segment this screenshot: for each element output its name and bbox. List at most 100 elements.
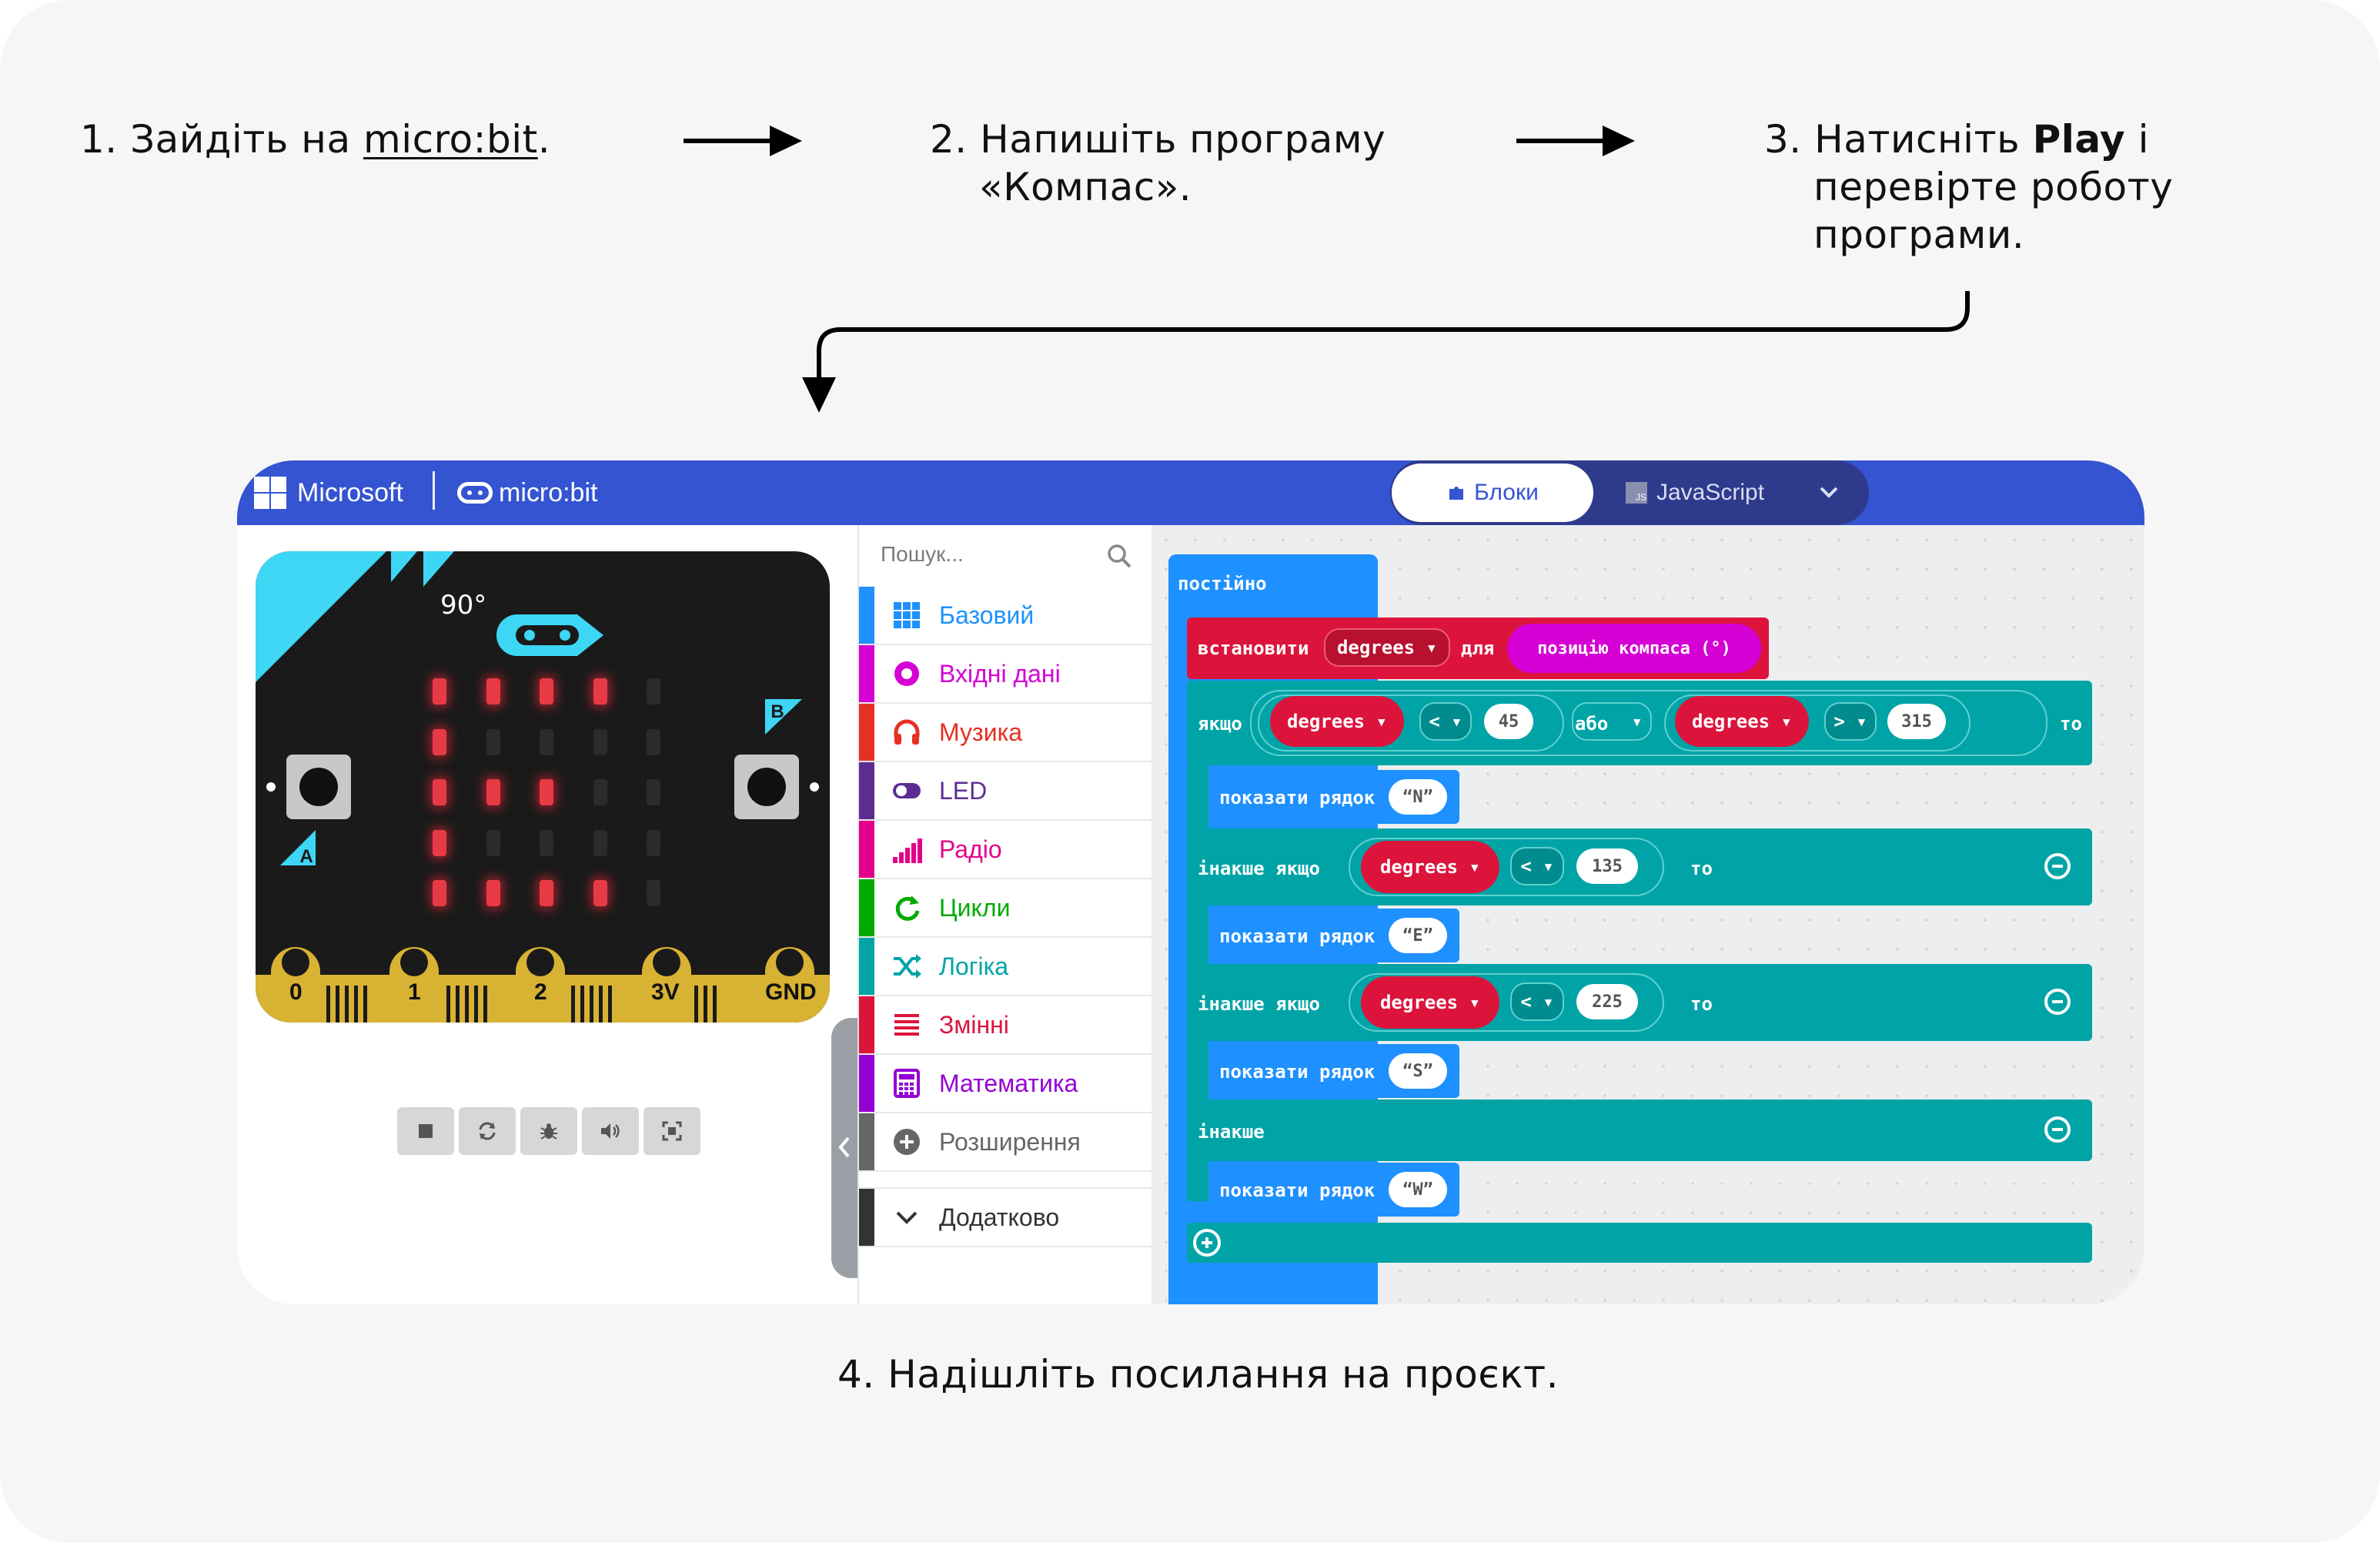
- string-w[interactable]: “W”: [1389, 1172, 1447, 1207]
- button-a[interactable]: [286, 755, 351, 819]
- led-r4-c0[interactable]: [433, 880, 446, 906]
- tab-blocks[interactable]: Блоки: [1392, 464, 1593, 522]
- debug-button[interactable]: [520, 1107, 577, 1155]
- set-variable-block[interactable]: встановити degrees ▾ для позицію компаса…: [1187, 618, 1769, 679]
- else-if-block-135[interactable]: інакше якщо degrees ▾ < ▾ 135 то: [1187, 828, 2092, 905]
- toolbox-search[interactable]: Пошук...: [859, 525, 1152, 587]
- led-r4-c4[interactable]: [647, 880, 660, 906]
- mute-button[interactable]: [582, 1107, 639, 1155]
- microbit-board[interactable]: 90° A B: [256, 551, 830, 1023]
- search-icon[interactable]: [1105, 542, 1133, 570]
- category-color-bar: [859, 587, 874, 644]
- led-r3-c0[interactable]: [433, 829, 446, 856]
- button-b-label: B: [770, 701, 784, 722]
- fullscreen-button[interactable]: [643, 1107, 700, 1155]
- toolbox-category-label: Вхідні дані: [939, 659, 1061, 688]
- collapse-simulator-handle[interactable]: [831, 1018, 857, 1278]
- chevron-down-icon[interactable]: [1813, 477, 1844, 508]
- else-if-block-225[interactable]: інакше якщо degrees ▾ < ▾ 225 то: [1187, 964, 2092, 1041]
- led-r1-c3[interactable]: [593, 728, 607, 755]
- variable-degrees-3[interactable]: degrees ▾: [1361, 841, 1499, 893]
- led-r3-c4[interactable]: [647, 829, 660, 856]
- show-string-block-w[interactable]: показати рядок “W”: [1208, 1163, 1459, 1217]
- variable-degrees-1[interactable]: degrees ▾: [1270, 696, 1404, 747]
- led-r0-c0[interactable]: [433, 678, 446, 705]
- toolbox-category-5[interactable]: Радіо: [859, 821, 1152, 879]
- led-r3-c1[interactable]: [486, 829, 500, 856]
- category-color-bar: [859, 879, 874, 936]
- or-dropdown-arrow[interactable]: ▾: [1572, 702, 1652, 741]
- restart-button[interactable]: [459, 1107, 516, 1155]
- then-label: то: [2060, 713, 2082, 735]
- show-string-block-n[interactable]: показати рядок “N”: [1208, 770, 1459, 824]
- microbit-link[interactable]: micro:bit: [363, 117, 538, 162]
- remove-else-if-icon[interactable]: [2044, 853, 2071, 879]
- variable-degrees-2[interactable]: degrees ▾: [1675, 696, 1809, 747]
- show-string-block-e[interactable]: показати рядок “E”: [1208, 909, 1459, 962]
- string-e[interactable]: “E”: [1389, 918, 1447, 953]
- tab-javascript-label: JavaScript: [1656, 480, 1765, 505]
- operator-dropdown-gt[interactable]: > ▾: [1824, 702, 1877, 741]
- value-45[interactable]: 45: [1484, 704, 1533, 739]
- led-r0-c3[interactable]: [593, 678, 607, 705]
- button-b[interactable]: [734, 755, 799, 819]
- led-r0-c2[interactable]: [540, 678, 553, 705]
- string-e-value: E: [1412, 925, 1423, 946]
- toolbox-category-6[interactable]: Цикли: [859, 879, 1152, 938]
- microbit-brand[interactable]: micro:bit: [457, 473, 597, 513]
- led-r4-c1[interactable]: [486, 880, 500, 906]
- toolbox-category-8[interactable]: Змінні: [859, 996, 1152, 1055]
- toolbox-category-10[interactable]: Розширення: [859, 1113, 1152, 1172]
- if-block[interactable]: якщо degrees ▾ < ▾ 45 або ▾ degrees ▾ > …: [1187, 681, 2092, 765]
- toolbox-category-2[interactable]: Вхідні дані: [859, 645, 1152, 704]
- toolbox-category-7[interactable]: Логіка: [859, 938, 1152, 996]
- toolbox-category-9[interactable]: Математика: [859, 1055, 1152, 1113]
- led-r0-c1[interactable]: [486, 678, 500, 705]
- toolbox-category-4[interactable]: LED: [859, 762, 1152, 821]
- led-r1-c4[interactable]: [647, 728, 660, 755]
- led-r2-c4[interactable]: [647, 779, 660, 805]
- else-block[interactable]: інакше: [1187, 1100, 2092, 1161]
- string-s[interactable]: “S”: [1389, 1053, 1447, 1089]
- variable-degrees-4[interactable]: degrees ▾: [1361, 976, 1499, 1029]
- led-r3-c3[interactable]: [593, 829, 607, 856]
- value-135[interactable]: 135: [1576, 848, 1638, 884]
- toolbox-category-11[interactable]: Додатково: [859, 1187, 1152, 1247]
- led-r2-c2[interactable]: [540, 779, 553, 805]
- remove-else-icon[interactable]: [2044, 1116, 2071, 1143]
- led-r2-c1[interactable]: [486, 779, 500, 805]
- search-input[interactable]: Пошук...: [881, 542, 964, 566]
- string-n[interactable]: “N”: [1389, 779, 1447, 815]
- led-r2-c0[interactable]: [433, 779, 446, 805]
- led-r3-c2[interactable]: [540, 829, 553, 856]
- led-r4-c3[interactable]: [593, 880, 607, 906]
- value-225[interactable]: 225: [1576, 984, 1638, 1019]
- category-color-bar: [859, 1189, 874, 1246]
- compass-heading-block[interactable]: позицію компаса (°): [1507, 624, 1761, 673]
- toolbox-category-3[interactable]: Музика: [859, 704, 1152, 762]
- chevron-down-icon: [891, 1202, 922, 1233]
- add-else-if-icon[interactable]: [1193, 1229, 1221, 1257]
- stop-button[interactable]: [397, 1107, 454, 1155]
- led-r0-c4[interactable]: [647, 678, 660, 705]
- led-r2-c3[interactable]: [593, 779, 607, 805]
- show-string-block-s[interactable]: показати рядок “S”: [1208, 1044, 1459, 1098]
- led-r1-c0[interactable]: [433, 728, 446, 755]
- blocks-workspace[interactable]: постійно встановити degrees ▾ для позиці…: [1152, 525, 2144, 1304]
- operator-dropdown-lt[interactable]: < ▾: [1419, 702, 1472, 741]
- led-r1-c2[interactable]: [540, 728, 553, 755]
- step-3-post: і: [2138, 117, 2149, 162]
- led-r1-c1[interactable]: [486, 728, 500, 755]
- value-315[interactable]: 315: [1887, 704, 1946, 739]
- remove-else-if-icon[interactable]: [2044, 989, 2071, 1015]
- loop-icon: [891, 892, 922, 923]
- toolbox-category-1[interactable]: Базовий: [859, 587, 1152, 645]
- show-string-label: показати рядок: [1219, 1061, 1376, 1083]
- operator-dropdown-lt-2[interactable]: < ▾: [1510, 847, 1564, 885]
- variable-dropdown[interactable]: degrees ▾: [1324, 628, 1450, 667]
- tab-javascript[interactable]: JS JavaScript: [1626, 464, 1764, 522]
- operator-dropdown-lt-3[interactable]: < ▾: [1510, 982, 1564, 1021]
- category-color-bar: [859, 762, 874, 819]
- microsoft-brand[interactable]: Microsoft: [254, 473, 403, 513]
- led-r4-c2[interactable]: [540, 880, 553, 906]
